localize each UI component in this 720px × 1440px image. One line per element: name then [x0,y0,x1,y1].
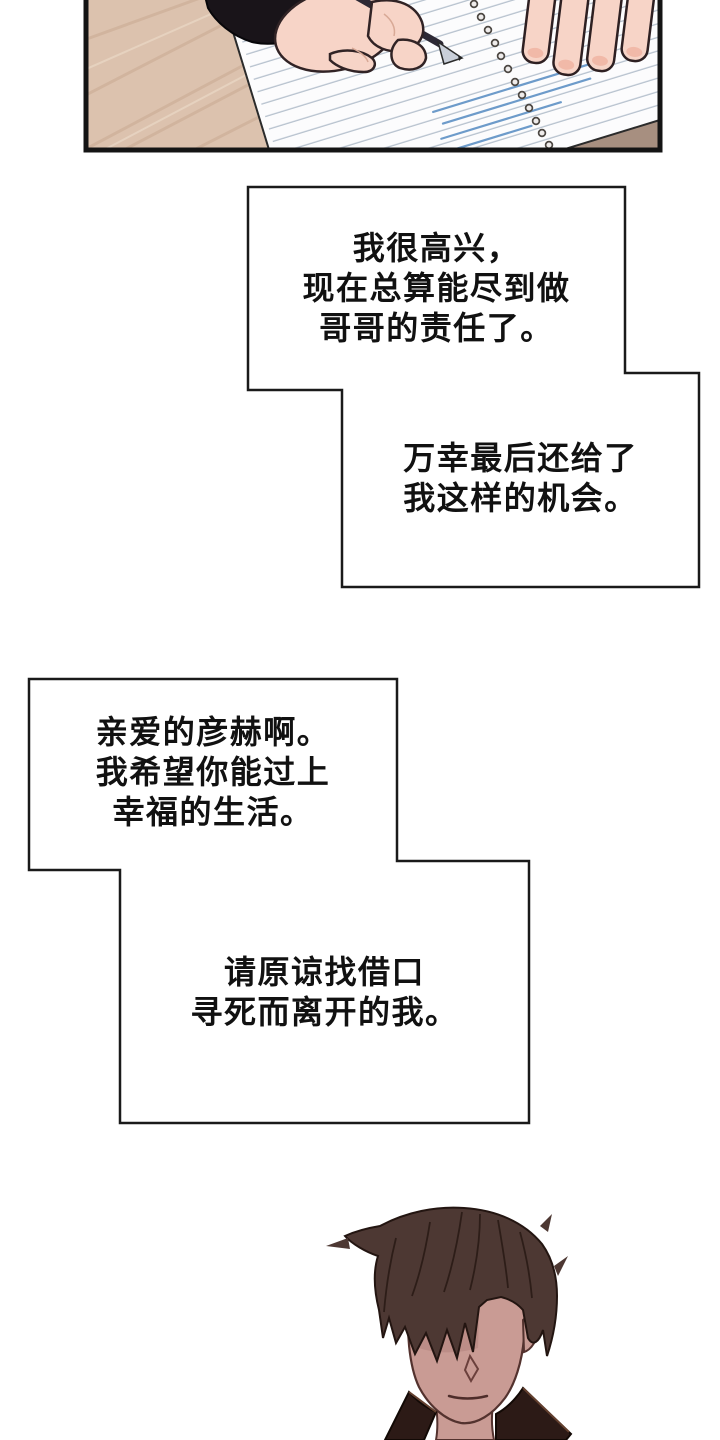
panel-border [83,0,663,153]
collar-right [495,1386,573,1440]
left-hand [273,0,464,74]
narration-line: 幸福的生活。 [112,794,314,830]
hair-strands [383,1211,533,1313]
hair [343,1206,559,1364]
notebook [206,0,658,148]
curled-finger [366,0,425,53]
narration-box2-bottom-text: 请原谅找借口 寻死而离开的我。 [120,952,529,1032]
spiral-binding [469,0,554,148]
narration-line: 万幸最后还给了 [403,440,638,476]
narration-line: 哥哥的责任了。 [319,310,554,346]
narration-box-1 [246,185,701,589]
narration-box-2 [27,677,531,1125]
character-portrait [326,1206,573,1440]
curled-finger [390,38,428,71]
nose [463,1353,480,1384]
narration-line: 我这样的机会。 [403,480,638,516]
handwriting-ink [432,55,616,148]
narration-line: 我很高兴， [352,230,521,266]
narration-line: 我希望你能过上 [95,754,331,790]
hair-wisps [326,1214,568,1276]
pen-nib [458,55,462,61]
narration-line: 寻死而离开的我。 [190,994,459,1030]
notebook-rule-lines [217,0,658,148]
narration-box2-top-text: 亲爱的彦赫啊。 我希望你能过上 幸福的生活。 [29,712,397,832]
narration-box1-bottom-text: 万幸最后还给了 我这样的机会。 [342,438,699,518]
narration-line: 请原谅找借口 [223,954,425,990]
collar-highlight [408,1391,437,1413]
narration-line: 现在总算能尽到做 [302,270,571,306]
narration-line: 亲爱的彦赫啊。 [95,714,331,750]
narration-box1-top-text: 我很高兴， 现在总算能尽到做 哥哥的责任了。 [248,228,625,348]
mouth-line [447,1394,489,1400]
panel-writing-scene [83,0,663,153]
right-hand [521,0,658,77]
pen-tip [436,40,464,65]
collar-highlight [522,1387,570,1433]
